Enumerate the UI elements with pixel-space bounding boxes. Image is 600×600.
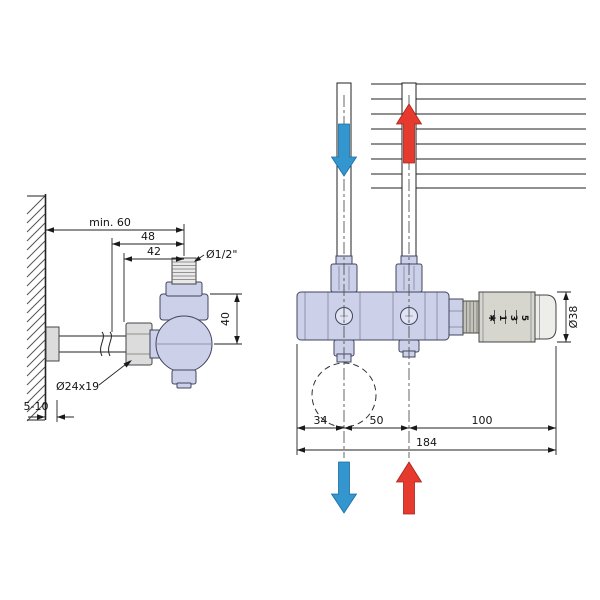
wall-edge-caps [27,195,45,421]
valve-bottom-stub [171,369,197,385]
union-nut-body [125,322,153,366]
label-thread-size: Ø1/2" [206,248,237,261]
head-collar-ribs [466,301,478,333]
supply-pipe [45,326,127,362]
pipe-body [58,335,127,353]
twin-valve-body [296,255,464,363]
flow-arrow-down-bottom [330,461,358,514]
head-ring-seams [482,292,532,342]
union-nut-flats [338,266,415,290]
dim-50: 50 [370,414,384,427]
arrowhead [37,414,65,420]
thread-grooves [172,261,196,280]
arrowhead [194,256,201,262]
head-scale-mark: 1 [497,315,507,321]
extension-lines-left [56,224,242,422]
arrowhead [123,360,132,368]
flow-arrow-up-bottom [395,461,423,515]
head-scale-mark: ✱ [486,314,496,322]
dim-42: 42 [147,245,161,258]
arrowhead [112,241,184,247]
dim-head-diameter: Ø38 [567,306,580,329]
dim-wall-gap: 5-10 [24,400,49,413]
valve-body-seams [304,292,438,340]
dim-100: 100 [472,414,493,427]
dimensions-right: 34 50 100 184 Ø38 [296,291,580,455]
angle-valve-view: min. 60 48 42 Ø1/2" 40 Ø24x19 5-10 [24,194,242,422]
threaded-tailpiece [171,257,197,285]
head-scale-ring [478,291,536,343]
dim-184: 184 [416,436,437,449]
head-adapter-flats [449,310,463,328]
dim-40: 40 [219,312,232,326]
flow-arrow-up-top [395,103,423,164]
dim-34: 34 [314,414,328,427]
extension-lines-right [296,291,571,455]
label-nut-size: Ø24x19 [56,380,99,393]
thermostatic-head: ✱ 1 3 5 [462,291,557,343]
twin-valve-view: ✱ 1 3 5 34 50 100 184 Ø38 [296,82,586,515]
radiator-rungs [371,83,586,189]
pipe-break-symbol [100,331,112,357]
pipe-escutcheon [45,326,60,362]
dim-min60: min. 60 [89,216,131,229]
arrowhead [297,425,556,431]
head-scale-ticks [494,310,517,324]
head-end-cap [534,294,557,340]
union-nut [125,322,153,366]
pipe-outline [59,335,126,353]
dim-48: 48 [141,230,155,243]
head-scale-mark: 3 [508,315,518,321]
valve-bottom-cap [176,382,192,389]
dimensions-left: min. 60 48 42 Ø1/2" 40 Ø24x19 5-10 [24,216,242,422]
union-nut-flats [126,333,152,355]
head-scale-mark: 5 [519,315,529,321]
head-adapter [448,298,464,336]
valve-main-body [296,291,450,341]
wall-hatching [26,195,46,422]
angle-valve-body [149,257,213,389]
flow-arrow-down-top [330,123,358,177]
